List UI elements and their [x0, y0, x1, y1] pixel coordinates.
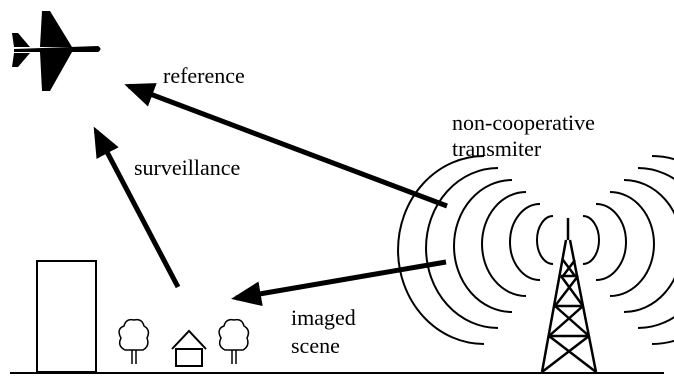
reference-label: reference	[163, 63, 245, 88]
house-icon	[171, 329, 207, 367]
surveillance-arrow	[93, 126, 181, 289]
surveillance-label: surveillance	[134, 155, 241, 180]
imaged-scene-label-line2: scene	[291, 333, 340, 358]
transmitter-label-line1: non-cooperative	[452, 110, 595, 135]
transmitter-label-line2: transmiter	[452, 136, 542, 161]
reference-arrow	[124, 83, 448, 209]
airplane-icon	[12, 11, 101, 91]
tree-icon	[118, 318, 150, 364]
tree-icon	[218, 318, 250, 364]
radio-tower-icon	[397, 155, 674, 373]
direct-arrow	[231, 259, 447, 307]
building-icon	[36, 260, 97, 373]
imaged-scene-label-line1: imaged	[291, 305, 356, 330]
